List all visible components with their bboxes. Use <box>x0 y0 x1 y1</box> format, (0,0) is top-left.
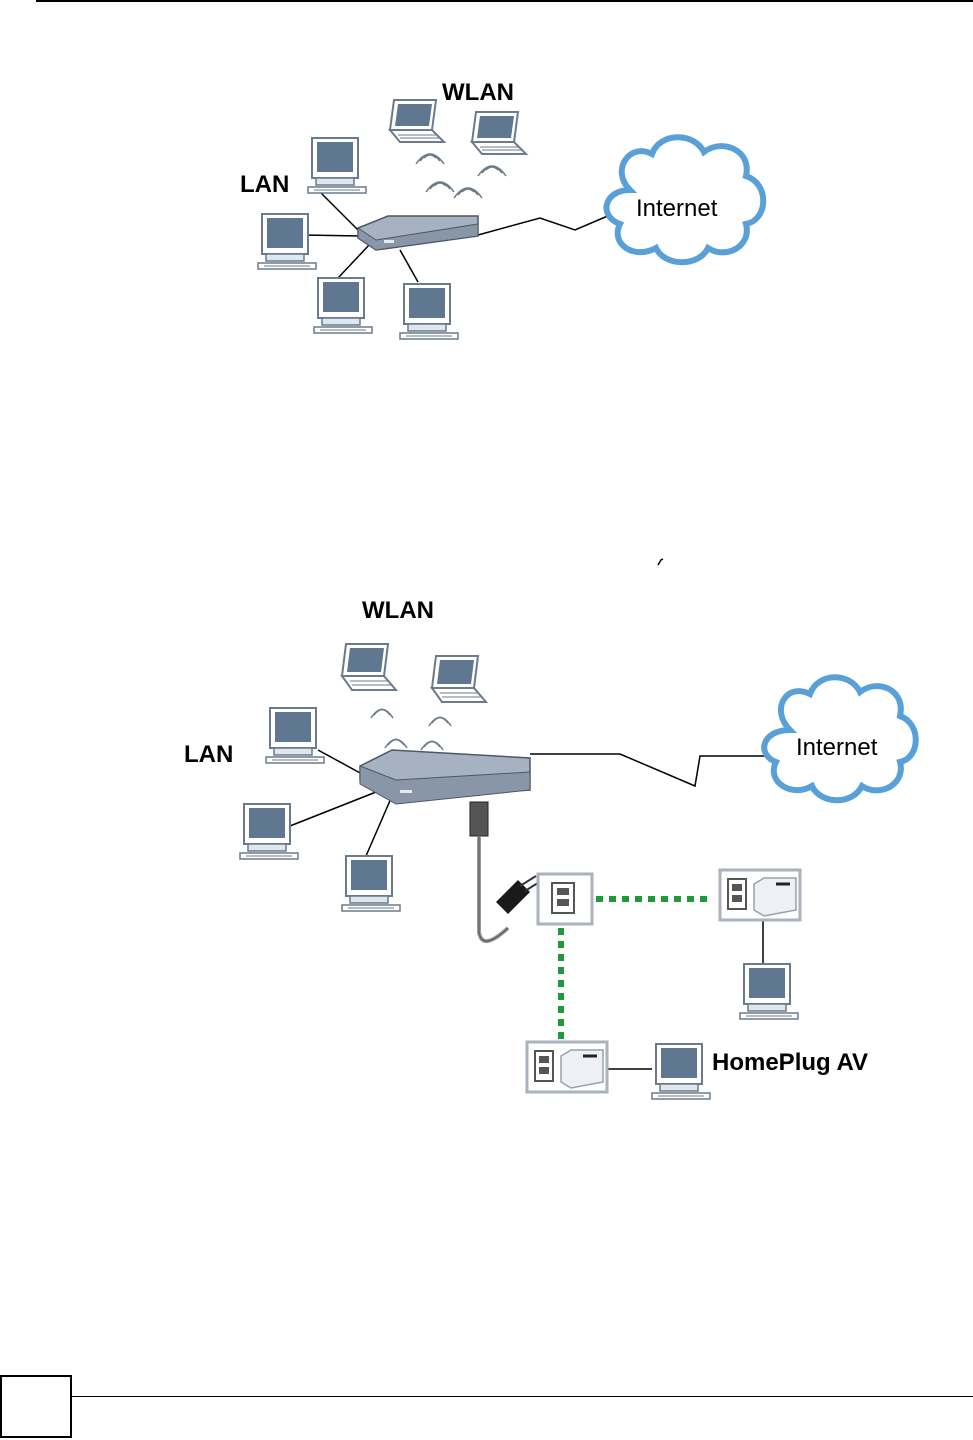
wlan-laptop-2 <box>432 656 486 702</box>
wireless-signal-icon <box>454 188 482 198</box>
wlan-laptop-2 <box>472 112 526 154</box>
lan-label: LAN <box>184 741 233 768</box>
network-diagram-wlan-lan: WLAN LAN Internet <box>0 60 973 360</box>
wireless-signal-icon <box>416 154 444 164</box>
wireless-signal-icon <box>429 718 451 727</box>
lan-desktop-2 <box>258 214 316 269</box>
footer-rule <box>0 1396 973 1397</box>
header-rule <box>36 0 973 2</box>
wireless-signal-icon <box>478 166 506 176</box>
stray-mark <box>655 556 667 568</box>
wireless-signal-icon <box>385 740 407 749</box>
homeplug-adapter-2 <box>527 1042 607 1092</box>
lan-desktop-1 <box>266 708 324 763</box>
wireless-signal-icon <box>426 182 454 192</box>
homeplug-label: HomePlug AV <box>712 1049 868 1076</box>
wan-link <box>530 754 768 786</box>
wlan-label: WLAN <box>442 79 514 106</box>
network-diagram-homeplug: WLAN LAN Internet HomePlug AV <box>0 580 973 1110</box>
lan-desktop-4 <box>400 284 458 339</box>
wlan-laptop-1 <box>342 644 396 690</box>
internet-label: Internet <box>796 734 878 761</box>
lan-label: LAN <box>240 171 289 198</box>
lan-desktop-1 <box>308 138 366 193</box>
lan-desktop-3 <box>342 856 400 911</box>
lan-desktop-3 <box>314 278 372 333</box>
router-icon <box>358 216 478 250</box>
page-number <box>0 1396 72 1436</box>
homeplug-adapter-1 <box>720 870 800 920</box>
wall-outlet-icon <box>538 874 592 924</box>
power-cord <box>470 802 541 941</box>
wireless-signal-icon <box>421 742 443 751</box>
wan-link <box>478 215 610 235</box>
wlan-laptop-1 <box>390 100 444 142</box>
wlan-label: WLAN <box>362 597 434 624</box>
homeplug-desktop-2 <box>652 1044 710 1099</box>
lan-desktop-2 <box>240 804 298 859</box>
internet-label: Internet <box>636 195 718 222</box>
homeplug-desktop-1 <box>740 964 798 1019</box>
router-icon <box>360 750 530 804</box>
wireless-signal-icon <box>371 710 393 719</box>
